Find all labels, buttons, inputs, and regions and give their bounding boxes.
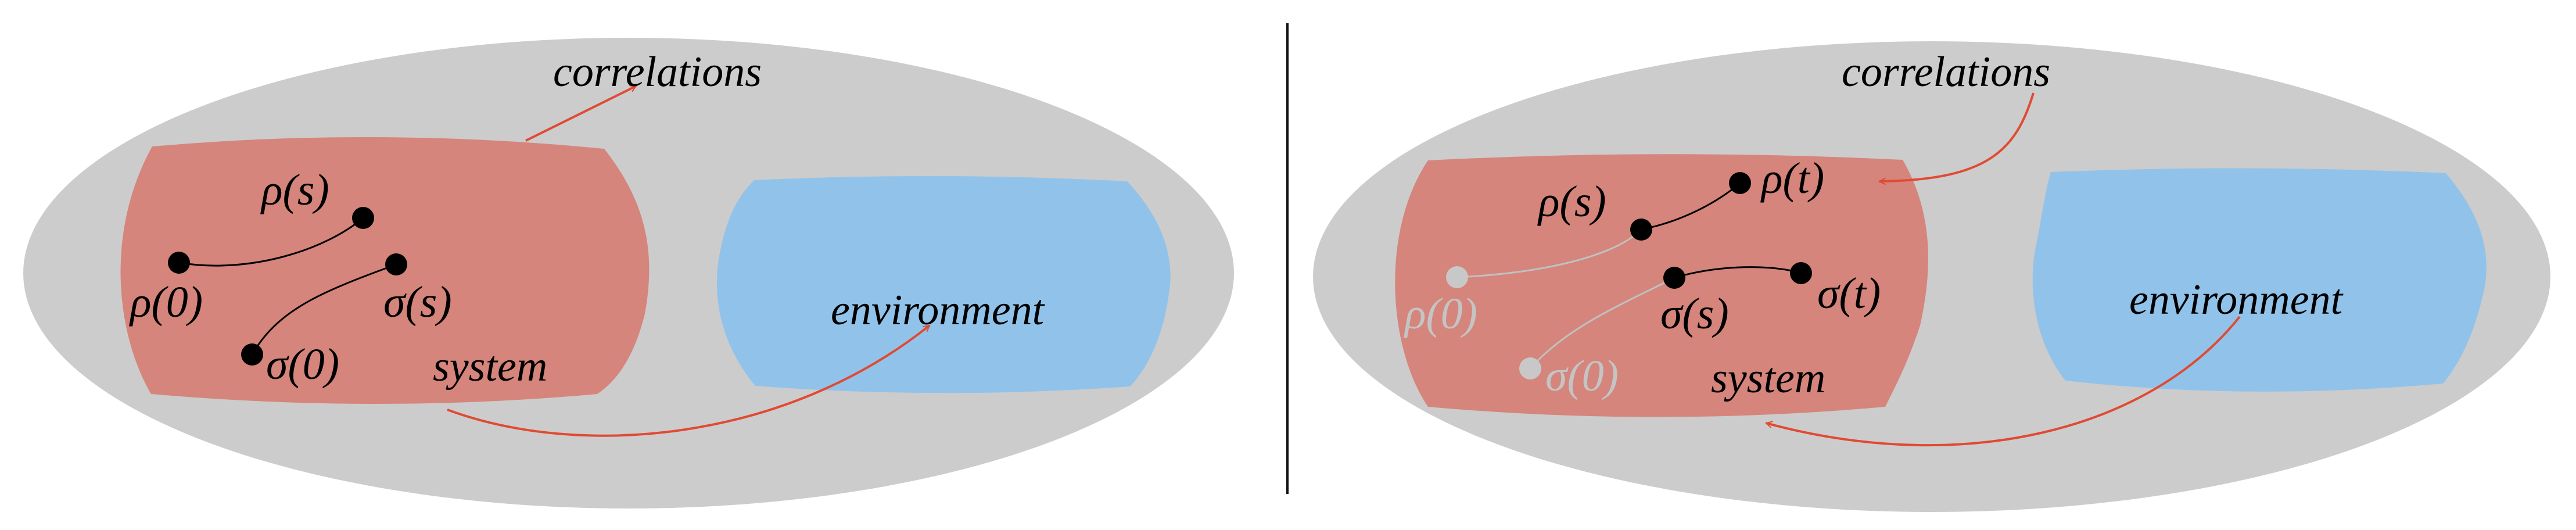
right-system-label: system bbox=[1711, 354, 1825, 402]
right-sigma-s-point bbox=[1663, 267, 1685, 289]
right-correlations-arrow bbox=[1879, 92, 2035, 181]
right-correlations-label: correlations bbox=[1842, 48, 2050, 96]
right-rho-0-label: ρ(0) bbox=[1404, 289, 1477, 338]
right-rho-s-point bbox=[1630, 219, 1652, 241]
right-sigma-s-label: σ(s) bbox=[1660, 289, 1729, 338]
left-correlations-arrow bbox=[525, 85, 636, 142]
left-sigma-s-point bbox=[385, 253, 407, 275]
left-rho-s-point bbox=[352, 207, 374, 229]
right-environment-system-arrow bbox=[1766, 316, 2241, 447]
left-environment-region bbox=[716, 176, 1171, 393]
right-sigma-0-point bbox=[1519, 357, 1541, 379]
left-rho-0-label: ρ(0) bbox=[129, 278, 203, 327]
right-rho-t-point bbox=[1729, 172, 1751, 194]
right-rho-t-label: ρ(t) bbox=[1760, 154, 1824, 203]
left-system-region bbox=[120, 137, 650, 404]
left-sigma-0-label: σ(0) bbox=[266, 340, 339, 389]
left-correlations-label: correlations bbox=[553, 48, 762, 96]
right-rho-0-point bbox=[1446, 266, 1468, 288]
left-rho-s-label: ρ(s) bbox=[260, 166, 329, 214]
right-environment-region bbox=[2032, 168, 2487, 392]
left-sigma-s-label: σ(s) bbox=[383, 278, 452, 327]
right-rho-s-label: ρ(s) bbox=[1537, 177, 1606, 226]
left-system-label: system bbox=[433, 343, 547, 391]
right-sigma-0-label: σ(0) bbox=[1545, 352, 1619, 400]
right-rho-faded-trajectory bbox=[1456, 228, 1642, 278]
right-system-region bbox=[1395, 154, 1928, 417]
left-sigma-trajectory bbox=[251, 263, 397, 355]
right-sigma-t-point bbox=[1790, 262, 1812, 284]
right-panel: correlations environment system ρ(s) ρ(t… bbox=[1313, 41, 2550, 512]
left-sigma-0-point bbox=[241, 343, 263, 366]
left-rho-0-point bbox=[168, 252, 190, 274]
left-panel: correlations environment system ρ(s) ρ(0… bbox=[23, 38, 1234, 508]
left-system-environment-arrow bbox=[447, 324, 930, 437]
right-environment-label: environment bbox=[2129, 276, 2344, 324]
right-sigma-trajectory bbox=[1674, 266, 1802, 279]
right-sigma-t-label: σ(t) bbox=[1817, 269, 1881, 318]
left-rho-trajectory bbox=[178, 217, 364, 267]
right-sigma-faded-trajectory bbox=[1529, 277, 1675, 369]
left-environment-label: environment bbox=[831, 287, 1046, 334]
